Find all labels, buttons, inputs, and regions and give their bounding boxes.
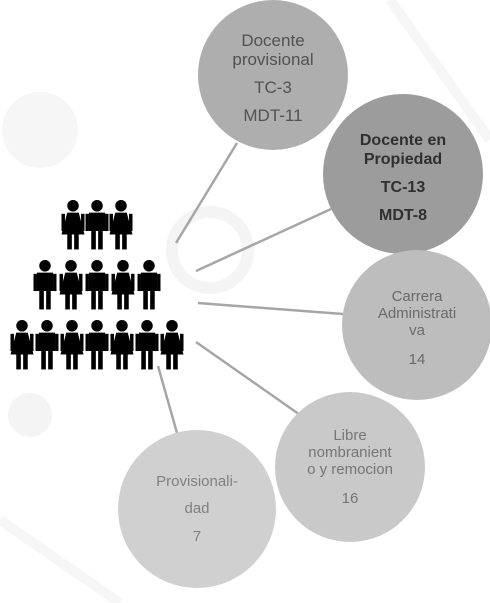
bubble-text-line: Docente (241, 30, 305, 50)
connector-provisionalidad (156, 365, 179, 434)
person-icon (85, 260, 109, 310)
bubble-text-line: Carrera (391, 287, 443, 305)
bubble-docente-propiedad: Docente en Propiedad TC-13 MDT-8 (323, 94, 483, 254)
bubble-text-line: 16 (341, 490, 359, 508)
bubble-text-line: Libre (333, 426, 367, 444)
bubble-text-line: TC-13 (380, 179, 426, 196)
group-of-people-icon (10, 200, 184, 370)
connector-docente-provisional (174, 142, 239, 244)
bubble-text-line: TC-3 (254, 78, 292, 97)
person-icon (33, 260, 57, 310)
bubble-text-line: provisional (232, 50, 314, 70)
bubble-text-line: MDT-8 (379, 207, 427, 225)
bubble-carrera-administrativa: Carrera Administrati va 14 (342, 250, 490, 400)
connector-carrera-administrativa (197, 301, 344, 316)
bubble-provisionalidad: Provisionali- dad 7 (118, 430, 276, 588)
bubble-docente-provisional: Docente provisional TC-3 MDT-11 (198, 0, 348, 150)
bubble-text-line: Administrati (377, 304, 457, 322)
person-icon (59, 260, 83, 310)
bubble-text-line: o y remocion (307, 461, 393, 478)
person-icon (10, 320, 34, 370)
bubble-text-line: va (409, 322, 425, 339)
connector-docente-propiedad (195, 207, 332, 273)
bubble-text-line: Propiedad (363, 150, 443, 168)
person-icon (61, 200, 85, 250)
person-icon (137, 260, 161, 310)
person-icon (109, 200, 133, 250)
connector-libre-nombramiento (195, 340, 304, 419)
bubble-text-line: nombranient (308, 443, 392, 461)
bubble-libre-nombramiento: Libre nombranient o y remocion 16 (275, 392, 425, 542)
person-icon (110, 320, 134, 370)
bubble-text-line: Docente en (359, 132, 447, 150)
person-icon (135, 320, 159, 370)
person-icon (60, 320, 84, 370)
person-icon (85, 200, 109, 250)
person-icon (111, 260, 135, 310)
person-icon (35, 320, 59, 370)
bubble-text-line: 7 (192, 527, 202, 545)
bubble-text-line: 14 (408, 351, 426, 369)
bubble-text-line: dad (184, 500, 210, 518)
bubble-text-line: Provisionali- (156, 473, 238, 491)
bubble-text-line: MDT-11 (243, 105, 303, 125)
person-icon (160, 320, 184, 370)
person-icon (85, 320, 109, 370)
